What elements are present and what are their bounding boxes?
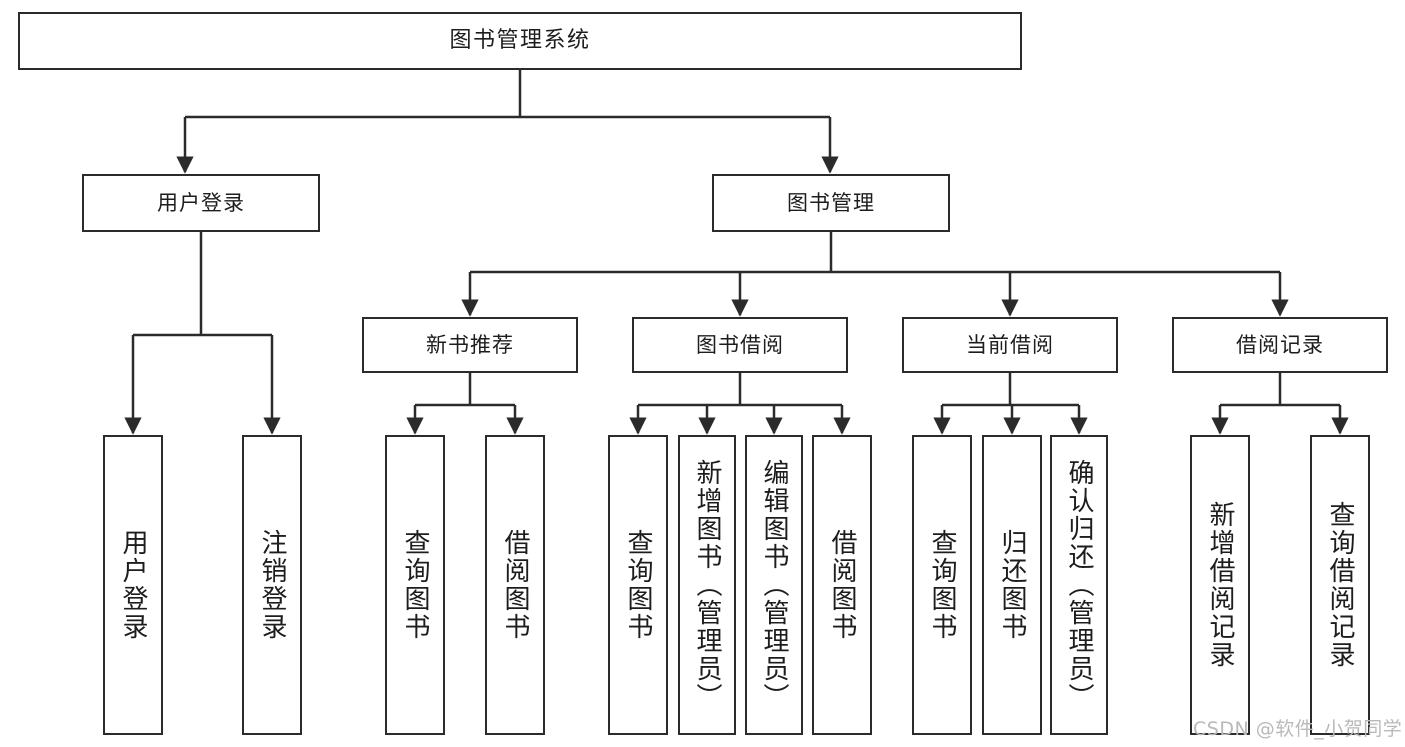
- node-leaf-confirm-return-label: 确认归还（管理员）: [1064, 459, 1095, 711]
- node-leaf-query-book-2[interactable]: 查询图书: [608, 435, 668, 735]
- watermark: CSDN @软件_小贺同学: [1193, 718, 1403, 740]
- node-leaf-add-book[interactable]: 新增图书（管理员）: [678, 435, 736, 735]
- node-current-borrow-label: 当前借阅: [966, 332, 1054, 357]
- node-current-borrow[interactable]: 当前借阅: [902, 317, 1118, 373]
- node-leaf-borrow-book-1[interactable]: 借阅图书: [485, 435, 545, 735]
- node-leaf-query-record[interactable]: 查询借阅记录: [1310, 435, 1370, 735]
- node-leaf-edit-book-label: 编辑图书（管理员）: [759, 459, 790, 711]
- node-book-manage-label: 图书管理: [787, 190, 875, 215]
- node-book-manage[interactable]: 图书管理: [712, 174, 950, 232]
- node-leaf-query-book-3[interactable]: 查询图书: [912, 435, 972, 735]
- node-leaf-add-record-label: 新增借阅记录: [1205, 501, 1236, 669]
- node-leaf-query-book-2-label: 查询图书: [623, 529, 654, 641]
- node-leaf-query-record-label: 查询借阅记录: [1325, 501, 1356, 669]
- node-leaf-add-book-label: 新增图书（管理员）: [692, 459, 723, 711]
- node-root[interactable]: 图书管理系统: [18, 12, 1022, 70]
- node-leaf-return-book-label: 归还图书: [997, 529, 1028, 641]
- node-leaf-user-login-label: 用户登录: [118, 529, 149, 641]
- node-book-borrow[interactable]: 图书借阅: [632, 317, 848, 373]
- node-leaf-borrow-book-2[interactable]: 借阅图书: [812, 435, 872, 735]
- node-leaf-query-book-1-label: 查询图书: [400, 529, 431, 641]
- node-leaf-query-book-1[interactable]: 查询图书: [385, 435, 445, 735]
- node-leaf-edit-book[interactable]: 编辑图书（管理员）: [745, 435, 803, 735]
- node-borrow-record-label: 借阅记录: [1236, 332, 1324, 357]
- node-borrow-record[interactable]: 借阅记录: [1172, 317, 1388, 373]
- node-new-book-recommend[interactable]: 新书推荐: [362, 317, 578, 373]
- node-leaf-add-record[interactable]: 新增借阅记录: [1190, 435, 1250, 735]
- node-book-borrow-label: 图书借阅: [696, 332, 784, 357]
- node-leaf-query-book-3-label: 查询图书: [927, 529, 958, 641]
- node-leaf-user-logout-label: 注销登录: [257, 529, 288, 641]
- node-leaf-confirm-return[interactable]: 确认归还（管理员）: [1050, 435, 1108, 735]
- node-leaf-borrow-book-2-label: 借阅图书: [827, 529, 858, 641]
- node-leaf-borrow-book-1-label: 借阅图书: [500, 529, 531, 641]
- node-leaf-user-logout[interactable]: 注销登录: [242, 435, 302, 735]
- node-leaf-user-login[interactable]: 用户登录: [103, 435, 163, 735]
- node-user-login-label: 用户登录: [157, 190, 245, 215]
- node-root-label: 图书管理系统: [449, 28, 591, 54]
- node-leaf-return-book[interactable]: 归还图书: [982, 435, 1042, 735]
- node-user-login[interactable]: 用户登录: [82, 174, 320, 232]
- node-new-book-recommend-label: 新书推荐: [426, 332, 514, 357]
